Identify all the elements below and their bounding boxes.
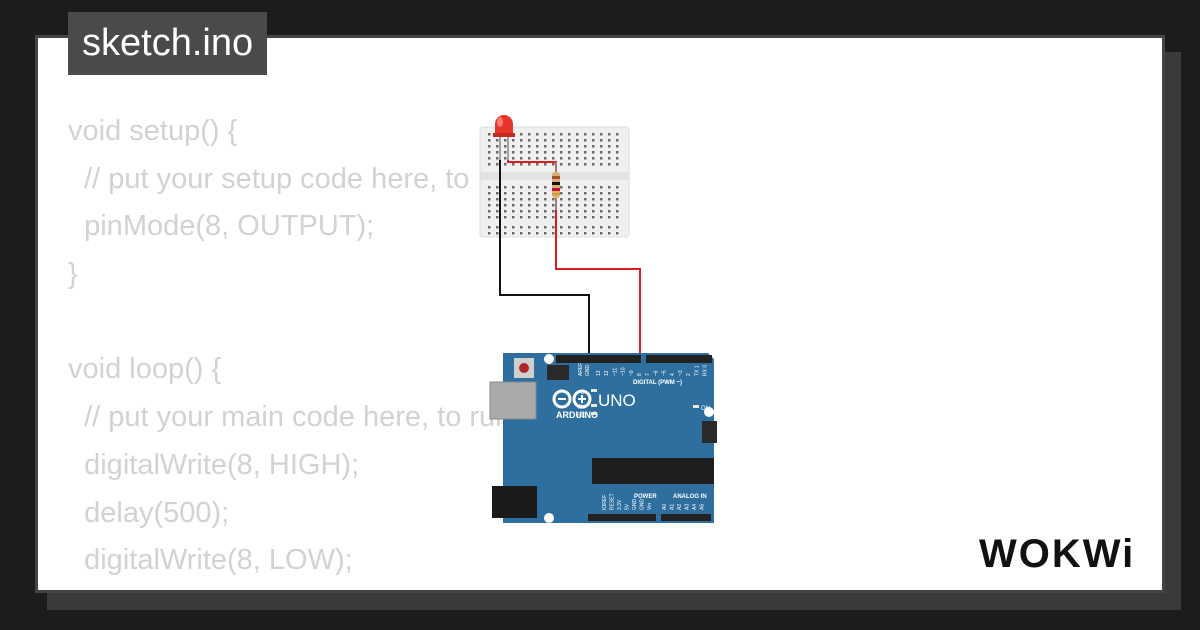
- board-brand: ARDUINO: [556, 410, 598, 420]
- microcontroller-chip: [592, 458, 714, 484]
- pin-label: ~9: [629, 370, 635, 376]
- pin-label: 2: [686, 373, 692, 376]
- pin-label: RX 0: [703, 365, 709, 376]
- gnd-label: GND: [585, 365, 591, 377]
- wokwi-logo: WOKWi: [979, 532, 1135, 576]
- pin-label: ~5: [662, 370, 668, 376]
- code-line: digitalWrite(8, LOW);: [68, 544, 353, 577]
- pin-label: GND: [632, 499, 638, 511]
- pin-label: A4: [692, 504, 698, 510]
- pin-label: ~10: [621, 367, 627, 376]
- wire-black[interactable]: [499, 160, 590, 360]
- aref-label: AREF: [578, 363, 584, 376]
- pin-label: 4: [670, 373, 676, 376]
- pin-label: TX 1: [694, 365, 700, 376]
- circuit-diagram: ARDUINO UNO DIGITAL (PWM ~) POWER ANALOG…: [479, 115, 717, 523]
- pin-label: 3.3V: [617, 499, 623, 510]
- rx-label: RX: [577, 413, 585, 419]
- pin-label: Vin: [647, 503, 653, 510]
- code-line: digitalWrite(8, HIGH);: [68, 448, 360, 481]
- wokwi-logo-text: WOKWi: [979, 532, 1135, 576]
- arduino-uno[interactable]: ARDUINO UNO DIGITAL (PWM ~) POWER ANALOG…: [489, 353, 717, 523]
- pin-label: 13: [596, 370, 602, 376]
- pin-label: 8: [637, 373, 643, 376]
- pin-label: A0: [662, 504, 668, 510]
- file-tab[interactable]: sketch.ino: [68, 12, 268, 75]
- code-line: void setup() {: [68, 115, 238, 147]
- arduino-infinity-icon: [552, 389, 592, 409]
- pin-label: ~3: [678, 370, 684, 376]
- power-header: [588, 514, 656, 521]
- pin-label: 5V: [625, 503, 631, 510]
- digital-label: DIGITAL (PWM ~): [633, 380, 682, 386]
- board-model: UNO: [598, 391, 636, 410]
- code-line: pinMode(8, OUTPUT);: [68, 210, 375, 243]
- pin-label: 7: [645, 373, 651, 376]
- preview-card: void setup() { // put your setup code he…: [35, 35, 1165, 593]
- pin-label: 12: [604, 370, 610, 376]
- pin-label: RESET: [610, 493, 616, 510]
- code-line: }: [68, 258, 78, 291]
- digital-header: [556, 355, 641, 363]
- on-label: ON: [701, 406, 710, 412]
- tx-label: TX: [577, 405, 585, 411]
- l-label: L: [581, 390, 585, 396]
- pin-label: A1: [670, 504, 676, 510]
- pin-label: ~11: [612, 368, 618, 376]
- led[interactable]: [493, 115, 515, 160]
- analog-label: ANALOG IN: [673, 494, 707, 500]
- code-editor: void setup() { // put your setup code he…: [68, 108, 663, 590]
- pin-label: ~6: [653, 370, 659, 376]
- power-label: POWER: [634, 494, 657, 500]
- code-line: delay(500);: [68, 496, 230, 529]
- pin-label: A3: [685, 504, 691, 510]
- pin-label: A2: [677, 504, 683, 510]
- pin-label: GND: [640, 499, 646, 511]
- usb-port: [489, 381, 537, 420]
- resistor[interactable]: [552, 162, 560, 210]
- pin-label: A5: [700, 504, 706, 510]
- power-jack: [492, 486, 537, 518]
- pin-label: IOREF: [602, 495, 608, 510]
- code-line: void loop() {: [68, 353, 222, 386]
- analog-header: [661, 514, 711, 521]
